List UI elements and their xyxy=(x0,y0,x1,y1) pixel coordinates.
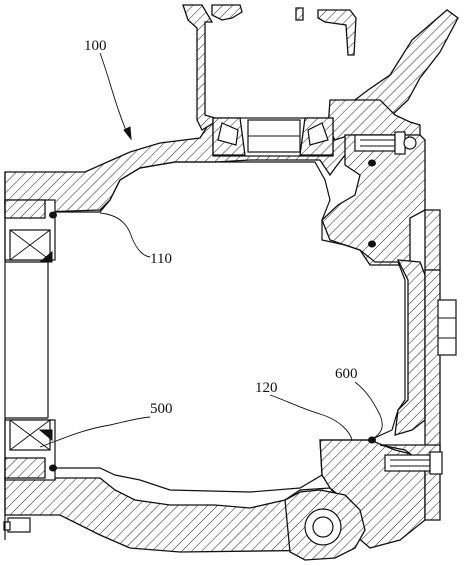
right-cover xyxy=(321,134,441,451)
lower-boss xyxy=(284,489,366,561)
left-bearing-lower xyxy=(4,419,56,481)
leader-500 xyxy=(39,416,151,448)
lower-bolt xyxy=(384,451,443,475)
label-100: 100 xyxy=(84,38,107,54)
label-500: 500 xyxy=(150,401,173,417)
lower-left-bolt xyxy=(3,517,31,533)
leader-600 xyxy=(354,381,383,439)
upper-bolt xyxy=(354,131,417,155)
seal-rings xyxy=(49,159,376,472)
upper-flange-left xyxy=(182,4,243,131)
left-bearing-upper xyxy=(4,199,56,263)
left-shaft xyxy=(4,172,49,540)
axle-nut xyxy=(437,299,457,356)
leader-120 xyxy=(269,394,353,441)
label-600: 600 xyxy=(335,366,358,382)
housing-lower-wall xyxy=(4,439,441,553)
inner-cavity-outline xyxy=(55,161,406,493)
upper-flange-right xyxy=(295,7,357,56)
leader-110 xyxy=(99,212,151,258)
leader-100 xyxy=(99,52,132,141)
label-120: 120 xyxy=(255,380,278,396)
label-110: 110 xyxy=(150,251,172,267)
top-bearing xyxy=(212,117,334,157)
